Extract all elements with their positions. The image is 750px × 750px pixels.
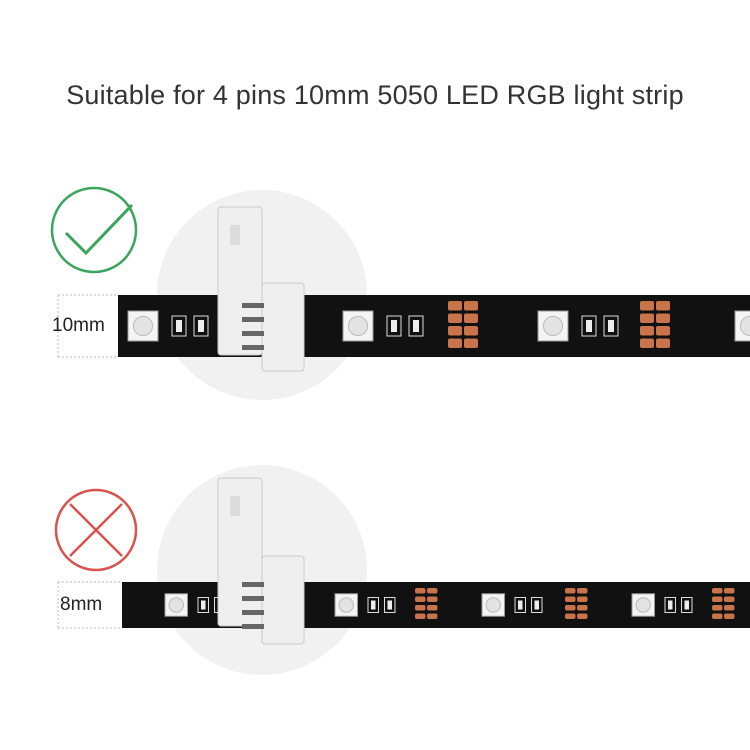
led-chip bbox=[537, 310, 569, 342]
width-label: 8mm bbox=[60, 594, 103, 615]
resistor bbox=[603, 315, 619, 337]
copper-pads bbox=[712, 588, 735, 619]
resistor bbox=[197, 597, 209, 613]
led-chip bbox=[127, 310, 159, 342]
resistor bbox=[408, 315, 424, 337]
connector-pins bbox=[242, 303, 264, 350]
copper-pads bbox=[448, 301, 478, 348]
resistor bbox=[514, 597, 526, 613]
resistor bbox=[681, 597, 693, 613]
led-chip bbox=[631, 593, 655, 617]
width-dimension bbox=[57, 294, 118, 358]
width-label: 10mm bbox=[52, 315, 105, 336]
headline: Suitable for 4 pins 10mm 5050 LED RGB li… bbox=[66, 80, 684, 110]
led-chip bbox=[164, 593, 188, 617]
resistor bbox=[581, 315, 597, 337]
copper-pads bbox=[640, 301, 670, 348]
strip-connector bbox=[217, 206, 305, 372]
check-icon bbox=[50, 186, 138, 274]
scene-10mm-illustration bbox=[50, 186, 750, 400]
scene-10mm: 10mm bbox=[0, 185, 750, 415]
resistor bbox=[664, 597, 676, 613]
copper-pads bbox=[565, 588, 588, 619]
connector-pins bbox=[242, 582, 264, 629]
scene-8mm: 8mm bbox=[0, 460, 750, 690]
resistor bbox=[386, 315, 402, 337]
scene-8mm-illustration bbox=[54, 465, 750, 675]
resistor bbox=[171, 315, 187, 337]
cross-icon bbox=[54, 488, 138, 572]
led-strip bbox=[118, 295, 750, 357]
strip-connector bbox=[217, 477, 305, 645]
led-chip bbox=[334, 593, 358, 617]
led-chip bbox=[481, 593, 505, 617]
resistor bbox=[531, 597, 543, 613]
resistor bbox=[384, 597, 396, 613]
resistor bbox=[367, 597, 379, 613]
led-chip bbox=[342, 310, 374, 342]
width-dimension bbox=[57, 581, 122, 629]
resistor bbox=[193, 315, 209, 337]
led-chip bbox=[734, 310, 750, 342]
copper-pads bbox=[415, 588, 438, 619]
